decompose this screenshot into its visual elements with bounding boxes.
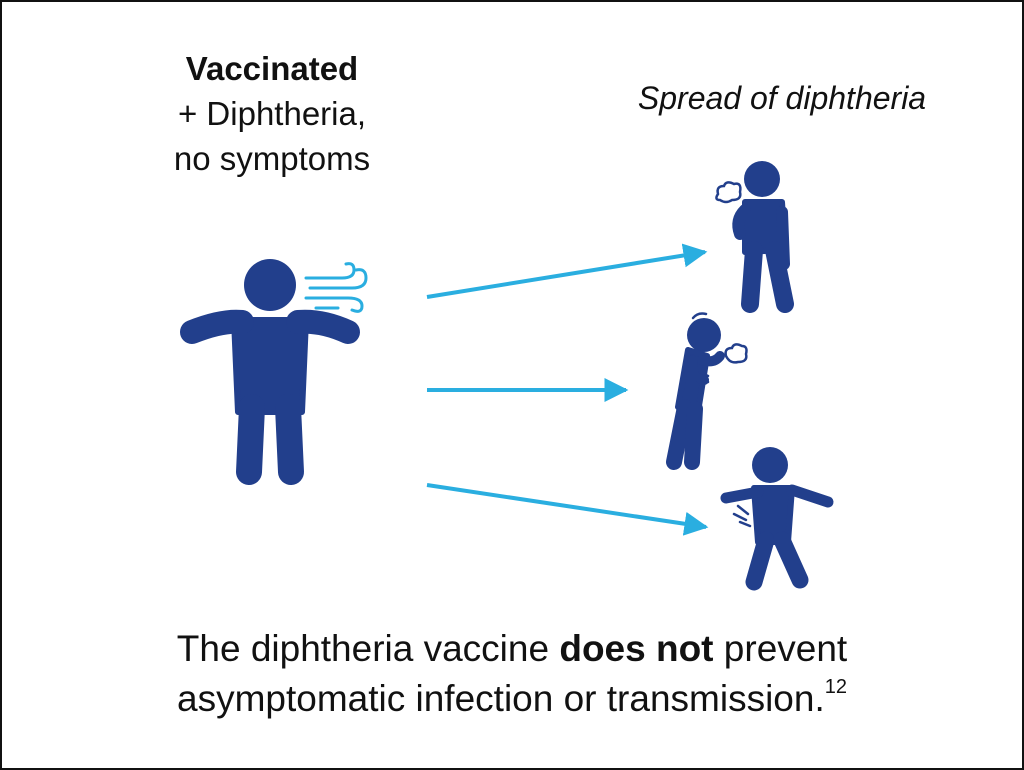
cough-cloud-icon bbox=[715, 181, 742, 204]
caption-part-2: prevent bbox=[713, 628, 848, 669]
sneeze-lines-icon bbox=[732, 504, 752, 528]
arrow-to-person-1 bbox=[426, 243, 708, 299]
spread-label: Spread of diphtheria bbox=[637, 80, 927, 116]
person-bent-coughing-icon bbox=[666, 318, 725, 470]
person-sneezing-icon bbox=[720, 447, 834, 591]
caption-emphasis: does not bbox=[559, 628, 714, 669]
caption-line-1: The diphtheria vaccine does not prevent bbox=[42, 624, 982, 674]
vaccinated-title: Vaccinated bbox=[185, 50, 359, 87]
vaccinated-line-3: no symptoms bbox=[173, 140, 371, 177]
caption: The diphtheria vaccine does not prevent … bbox=[42, 624, 982, 724]
arrow-to-person-3 bbox=[426, 483, 709, 536]
caption-line-2: asymptomatic infection or transmission.1… bbox=[42, 674, 982, 724]
vaccinated-label: Vaccinated + Diphtheria, no symptoms bbox=[122, 46, 422, 181]
vaccinated-line-2: + Diphtheria, bbox=[177, 95, 367, 132]
caption-line-2-text: asymptomatic infection or transmission. bbox=[177, 678, 825, 719]
person-arms-out-icon bbox=[180, 259, 360, 485]
person-coughing-icon bbox=[732, 161, 794, 313]
caption-reference: 12 bbox=[824, 676, 847, 698]
cough-cloud-icon-2 bbox=[691, 312, 748, 384]
caption-part-1: The diphtheria vaccine bbox=[176, 628, 560, 669]
breath-wind-icon bbox=[304, 262, 368, 313]
